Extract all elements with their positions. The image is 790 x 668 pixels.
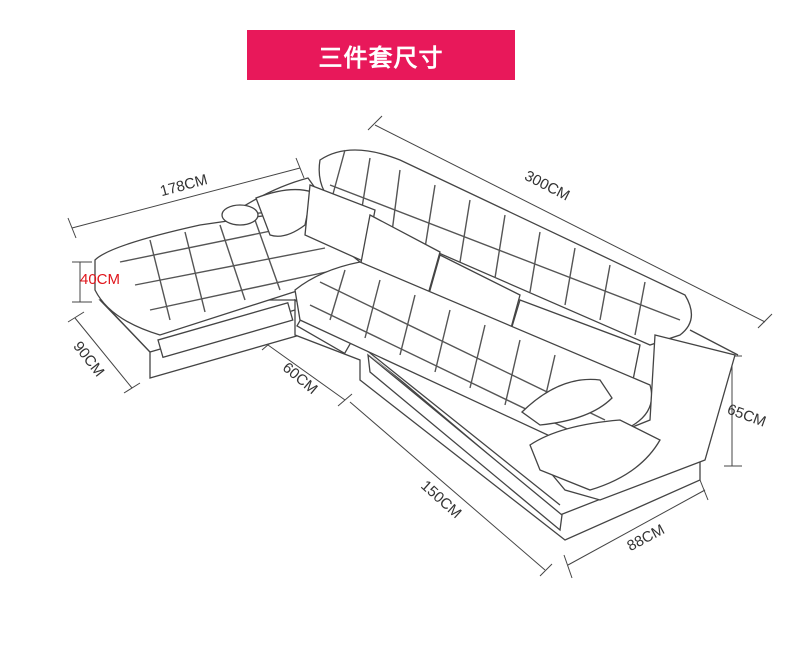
banner-title: 三件套尺寸 <box>318 43 444 72</box>
dim-arm-depth-label: 88CM <box>624 521 667 555</box>
title-banner: 三件套尺寸 <box>247 30 515 80</box>
sofa-outline-drawing <box>94 149 739 541</box>
dim-chaise-length-label: 178CM <box>158 171 209 200</box>
dimension-lines <box>67 115 773 579</box>
dim-back-height-label: 65CM <box>725 401 768 431</box>
dim-seat-height-label: 40CM <box>80 271 120 288</box>
dim-seat-depth-label: 60CM <box>279 359 321 398</box>
dim-chaise-depth-label: 90CM <box>70 338 108 380</box>
dim-middle-length-label: 150CM <box>417 477 464 522</box>
dim-total-length-label: 300CM <box>522 167 573 204</box>
